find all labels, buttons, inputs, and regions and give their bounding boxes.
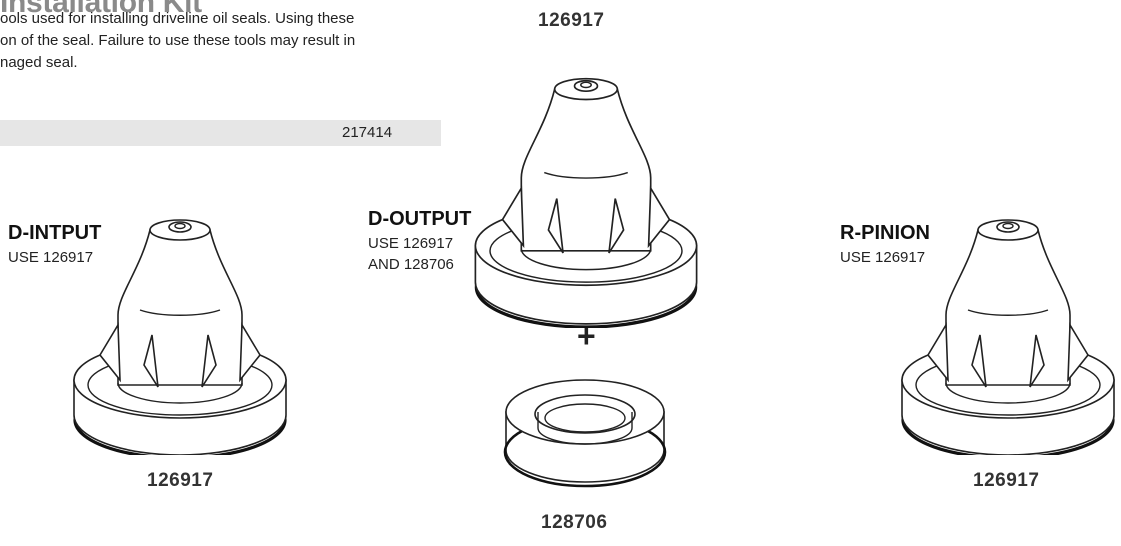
kit-number-bar: 217414 <box>0 120 441 146</box>
d-output-tool-illustration <box>473 76 699 328</box>
plus-sign: + <box>577 318 596 354</box>
r-pinion-tool-illustration <box>900 218 1116 455</box>
d-input-tool-illustration <box>72 218 288 455</box>
description-line-3: naged seal. <box>0 54 78 71</box>
d-output-use-line-2: AND 128706 <box>368 256 454 273</box>
d-input-part-number: 126917 <box>147 470 214 491</box>
r-pinion-part-number: 126917 <box>973 470 1040 491</box>
r-pinion-heading: R-PINION <box>840 222 930 244</box>
r-pinion-use: USE 126917 <box>840 249 926 266</box>
description: ools used for installing driveline oil s… <box>0 8 440 74</box>
ring-part-number: 128706 <box>541 512 608 533</box>
description-line-2: on of the seal. Failure to use these too… <box>0 32 356 49</box>
d-input-heading: D-INTPUT <box>8 222 102 244</box>
seal-driver-ring-illustration <box>503 379 667 488</box>
d-output-use-line-1: USE 126917 <box>368 235 454 252</box>
top-part-number: 126917 <box>538 10 605 31</box>
kit-number: 217414 <box>342 124 393 141</box>
d-input-use: USE 126917 <box>8 249 94 266</box>
description-line-1: ools used for installing driveline oil s… <box>0 10 355 27</box>
page-title: Installation Kit <box>0 0 202 19</box>
d-output-heading: D-OUTPUT <box>368 208 472 230</box>
